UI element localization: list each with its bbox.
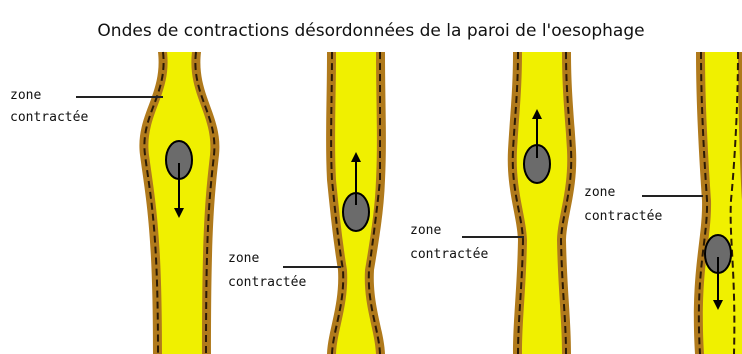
stage-1-label-line2: contractée [10,110,88,125]
stage-4-label-line1: zone [584,185,615,200]
stage-2-label-line2: contractée [228,275,306,290]
stage-4-label-line2: contractée [584,209,662,224]
stage-2-label-line1: zone [228,251,259,266]
stage-4: zone contractée [584,52,742,354]
stage-1: zone contractée [10,52,219,354]
stage-1-label-line1: zone [10,88,41,103]
diagram-title: Ondes de contractions désordonnées de la… [97,21,644,41]
stage-3-lumen [517,52,567,354]
stage-3: zone contractée [410,52,576,354]
stage-2: zone contractée [228,52,386,354]
stage-3-label-line2: contractée [410,247,488,262]
stage-3-label-line1: zone [410,223,441,238]
